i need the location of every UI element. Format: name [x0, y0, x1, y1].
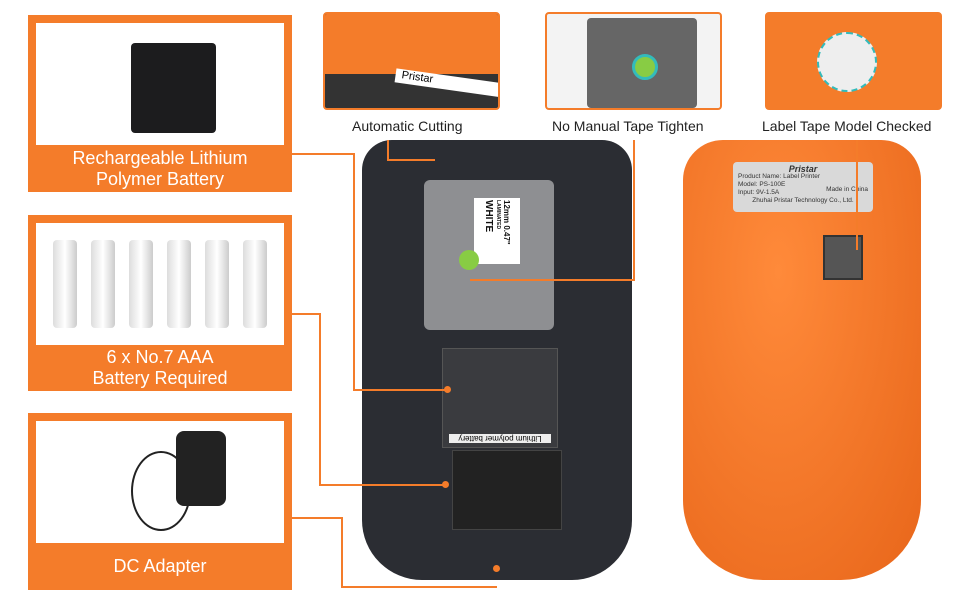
callout-model: Label Tape Model Checked	[762, 118, 932, 134]
maker-text: Zhuhai Pristar Technology Co., Ltd.	[752, 197, 854, 204]
tape-size: 12mm 0.47"	[502, 200, 511, 245]
cutting-thumbnail: Pristar	[323, 12, 500, 110]
model-text: Model: PS-100E	[738, 181, 786, 188]
tape-window	[823, 235, 863, 280]
tape-cassette: 12mm 0.47" LAMINATED WHITE	[424, 180, 554, 330]
lithium-battery: Lithium polymer battery	[442, 348, 558, 448]
aaa-compartment	[452, 450, 562, 530]
callout-tape: No Manual Tape Tighten	[552, 118, 704, 134]
brand-logo: Pristar	[788, 164, 818, 174]
battery-panel: Rechargeable Lithium Polymer Battery	[28, 15, 292, 192]
input-text: Input: 9V-1.5A	[738, 189, 780, 196]
aaa-panel: 6 x No.7 AAA Battery Required	[28, 215, 292, 391]
battery-caption: Rechargeable Lithium Polymer Battery	[72, 147, 248, 189]
adapter-panel: DC Adapter	[28, 413, 292, 590]
battery-label: Lithium polymer battery	[449, 434, 551, 443]
printer-open-back: 12mm 0.47" LAMINATED WHITE Lithium polym…	[362, 140, 632, 580]
aaa-caption: 6 x No.7 AAA Battery Required	[92, 347, 228, 388]
battery-image	[36, 23, 284, 145]
tape-type: LAMINATED	[495, 200, 501, 230]
cassette-thumbnail	[545, 12, 722, 110]
adapter-image	[36, 421, 284, 543]
origin-text: Made in China	[826, 186, 868, 193]
printer-orange-back: Pristar Product Name: Label Printer Mode…	[683, 140, 921, 580]
aaa-batteries-image	[36, 223, 284, 345]
tape-window-thumbnail	[765, 12, 942, 110]
callout-cutting: Automatic Cutting	[352, 118, 463, 134]
adapter-caption: DC Adapter	[113, 556, 207, 576]
product-name: Product Name: Label Printer	[738, 173, 821, 180]
tape-color: WHITE	[483, 200, 494, 233]
rating-label: Pristar Product Name: Label Printer Mode…	[733, 162, 873, 212]
tape-label: 12mm 0.47" LAMINATED WHITE	[474, 198, 520, 264]
